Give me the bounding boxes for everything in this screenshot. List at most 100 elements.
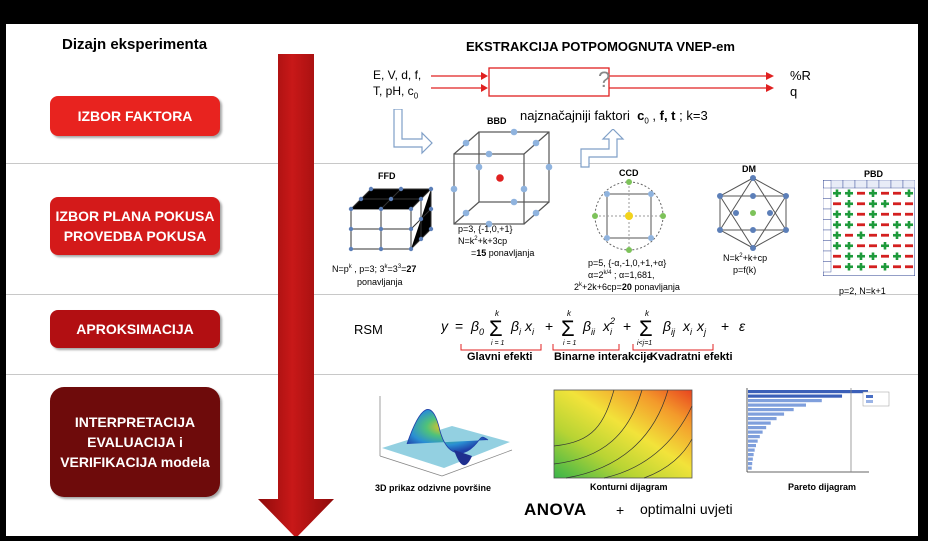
- pbd-plus-sign: [869, 223, 877, 227]
- svg-text:Σ: Σ: [561, 316, 575, 341]
- svg-text:x: x: [602, 318, 611, 334]
- pbd-row-cell: [823, 208, 832, 220]
- pbd-minus-sign: [905, 212, 913, 216]
- dm-diagram: [717, 175, 789, 251]
- pareto-bar: [748, 417, 777, 421]
- svg-text:i: i: [690, 327, 693, 337]
- pbd-plus-sign: [881, 265, 889, 269]
- ccd-line1: p=5, {-α,-1,0,+1,+α}: [588, 258, 667, 268]
- pbd-minus-sign: [845, 233, 853, 237]
- contour-plot: [553, 389, 693, 479]
- pbd-minus-sign: [881, 233, 889, 237]
- pareto-plot: [746, 388, 890, 473]
- bbd-line2: N=k2+k+3cp: [458, 236, 508, 246]
- pbd-minus-sign: [833, 254, 841, 258]
- optimal-conditions: optimalni uvjeti: [640, 501, 733, 517]
- row-separator: [6, 163, 918, 164]
- effect-quadratic: Kvadratni efekti: [650, 351, 733, 363]
- svg-text:β: β: [582, 318, 591, 334]
- pbd-plus-sign: [905, 223, 913, 227]
- rsm-label: RSM: [354, 322, 383, 337]
- pareto-caption: Pareto dijagram: [788, 482, 857, 492]
- step-label: IZBOR PLANA POKUSA: [55, 208, 215, 224]
- svg-text:i: i: [519, 327, 522, 337]
- pbd-plus-sign: [845, 265, 853, 269]
- slide-canvas: Dizajn eksperimenta IZBOR FAKTORA IZBOR …: [6, 24, 918, 536]
- dm-line2: p=f(k): [733, 265, 757, 275]
- contour-caption: Konturni dijagram: [590, 482, 668, 492]
- pbd-plus-sign: [845, 244, 853, 248]
- pbd-minus-sign: [905, 202, 913, 206]
- pareto-bar: [748, 457, 753, 461]
- svg-text:j: j: [703, 327, 707, 337]
- pbd-row-cell: [823, 219, 832, 231]
- effect-binary: Binarne interakcije: [554, 351, 653, 363]
- pareto-bar: [748, 430, 763, 434]
- pbd-plus-sign: [845, 191, 853, 195]
- pbd-header-cell: [866, 180, 880, 189]
- svg-text:Σ: Σ: [489, 316, 503, 341]
- pbd-row-cell: [823, 250, 832, 262]
- plus-sign: +: [616, 502, 625, 518]
- bbd-line1: p=3, {-1,0,+1}: [458, 224, 513, 234]
- pareto-bar: [748, 462, 753, 466]
- left-title: Dizajn eksperimenta: [62, 36, 208, 53]
- pareto-bar: [748, 435, 760, 439]
- pbd-plus-sign: [893, 223, 901, 227]
- pbd-header-cell: [878, 180, 892, 189]
- pbd-plus-sign: [869, 202, 877, 206]
- pareto-bar: [748, 390, 868, 394]
- step-label: EVALUACIJA i: [87, 434, 183, 450]
- svg-text:ij: ij: [671, 327, 676, 337]
- pareto-bar: [748, 439, 758, 443]
- ffd-grid-diagram: [348, 186, 434, 252]
- surface-plot: [379, 396, 513, 477]
- step-label: INTERPRETACIJA: [74, 414, 196, 430]
- process-flow-arrows: [431, 67, 774, 97]
- pareto-bar: [748, 453, 754, 457]
- pbd-plus-sign: [869, 191, 877, 195]
- dm-name: DM: [742, 164, 756, 174]
- surface-caption: 3D prikaz odzivne površine: [375, 483, 492, 493]
- pbd-plus-sign: [905, 191, 913, 195]
- pbd-name: PBD: [864, 169, 884, 179]
- pbd-minus-sign: [905, 254, 913, 258]
- pbd-minus-sign: [857, 212, 865, 216]
- svg-text:i = 1: i = 1: [491, 340, 505, 347]
- pbd-minus-sign: [833, 202, 841, 206]
- pbd-minus-sign: [857, 191, 865, 195]
- ccd-line2: α=2k/4 ; α=1,681,: [588, 270, 655, 280]
- pbd-plus-sign: [845, 254, 853, 258]
- pareto-bar: [748, 394, 843, 398]
- step-label: PROVEDBA POKUSA: [63, 228, 207, 244]
- input-factors-line2: T, pH, c0: [373, 84, 419, 101]
- pareto-bar: [748, 466, 752, 470]
- anova-label: ANOVA: [524, 500, 587, 519]
- pbd-minus-sign: [833, 265, 841, 269]
- svg-text:+: +: [623, 318, 631, 334]
- pbd-minus-sign: [857, 223, 865, 227]
- pbd-plus-sign: [857, 254, 865, 258]
- svg-text:ε: ε: [739, 318, 746, 334]
- step-aproksimacija: APROKSIMACIJA: [50, 310, 220, 348]
- svg-text:+: +: [545, 318, 553, 334]
- svg-text:ii: ii: [591, 327, 596, 337]
- pbd-row-cell: [823, 198, 832, 210]
- svg-text:=: =: [455, 318, 463, 334]
- svg-text:β: β: [470, 318, 479, 334]
- pbd-plus-sign: [833, 233, 841, 237]
- pbd-plus-sign: [833, 191, 841, 195]
- pbd-plus-sign: [881, 202, 889, 206]
- svg-text:k: k: [645, 309, 650, 318]
- pbd-header-cell: [890, 180, 904, 189]
- step-izbor-faktora: IZBOR FAKTORA: [50, 96, 220, 136]
- step-label: VERIFIKACIJA modela: [60, 454, 210, 470]
- pbd-minus-sign: [893, 265, 901, 269]
- black-box-symbol: ?: [598, 67, 611, 92]
- pareto-bar: [748, 448, 755, 452]
- svg-text:+: +: [721, 318, 729, 334]
- pbd-row-cell: [823, 187, 832, 199]
- pbd-minus-sign: [881, 212, 889, 216]
- pbd-plus-sign: [833, 244, 841, 248]
